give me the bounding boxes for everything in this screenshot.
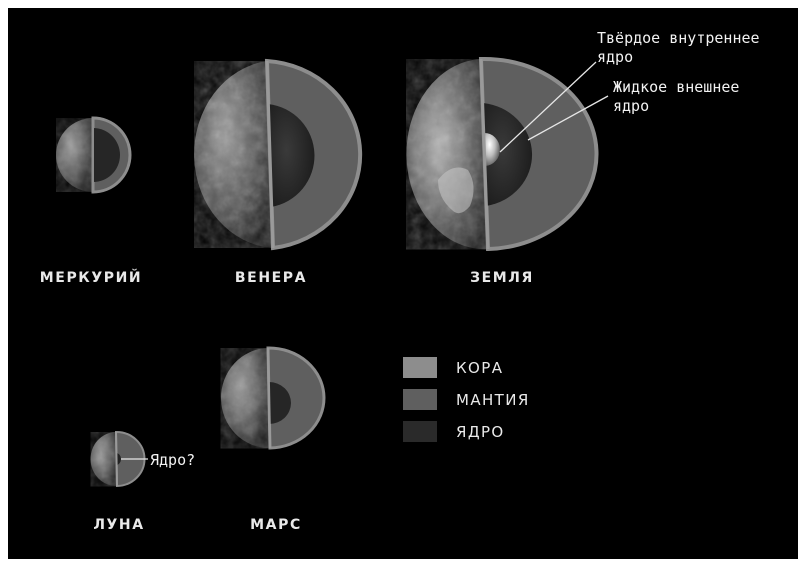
venus-core — [268, 104, 315, 207]
moon-label: ЛУНА — [93, 517, 144, 533]
outer-core-annotation-line1: Жидкое внешнее — [613, 78, 739, 96]
mercury-surface-texture — [56, 118, 93, 192]
mars-surface-texture — [220, 348, 270, 449]
inner-core-pointer — [499, 61, 597, 153]
earth-mantle — [478, 56, 599, 252]
inner-core-annotation-line1: Твёрдое внутреннее — [597, 29, 760, 47]
earth-continent — [438, 167, 474, 214]
venus-cutaway — [194, 58, 363, 251]
venus-cut-edge — [265, 60, 275, 249]
mars-mantle — [266, 346, 326, 450]
legend-swatch-core — [403, 421, 437, 442]
legend-label-core: ЯДРО — [456, 423, 505, 441]
moon-core-annotation: Ядро? — [150, 451, 195, 469]
earth-cutaway — [406, 56, 599, 252]
venus-surface-texture — [194, 61, 273, 248]
mars-core — [269, 382, 291, 424]
legend-swatch-crust — [403, 357, 437, 378]
outer-core-pointer — [527, 95, 609, 141]
moon-cut-edge — [115, 431, 118, 487]
mars-cut-edge — [266, 347, 272, 449]
earth-inner-core — [484, 132, 500, 166]
inner-core-annotation-line2: ядро — [597, 48, 633, 66]
mars-cutaway — [220, 346, 326, 450]
earth-cut-edge — [479, 58, 490, 250]
outer-core-annotation-line2: ядро — [613, 97, 649, 115]
legend-label-mantle: МАНТИЯ — [456, 391, 530, 409]
earth-label: ЗЕМЛЯ — [470, 270, 534, 286]
venus-label: ВЕНЕРА — [235, 270, 307, 286]
mercury-cutaway — [56, 116, 132, 194]
legend: КОРА МАНТИЯ ЯДРО — [403, 357, 530, 442]
mars-label: МАРС — [250, 517, 302, 533]
moon-surface-texture — [90, 432, 117, 487]
legend-swatch-mantle — [403, 389, 437, 410]
legend-label-crust: КОРА — [456, 359, 503, 377]
mercury-core — [93, 128, 120, 182]
earth-outer-core — [483, 103, 533, 206]
mercury-label: МЕРКУРИЙ — [40, 269, 143, 286]
